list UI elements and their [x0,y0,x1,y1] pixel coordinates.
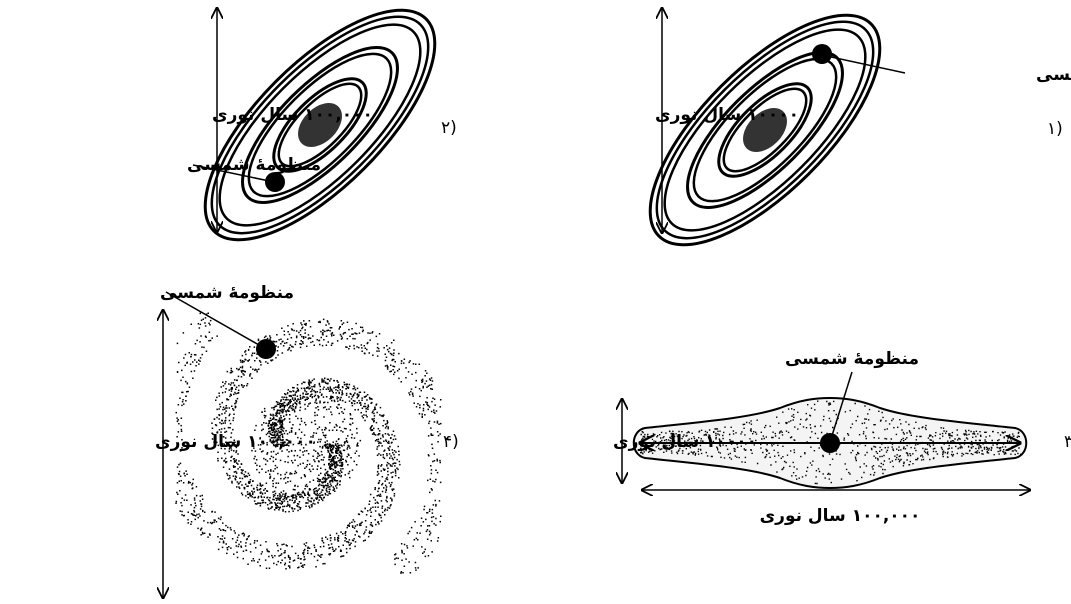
solar-system-dot-1 [812,44,832,64]
solar-system-label-4: منظومهٔ شمسی [160,283,294,303]
thickness-label-3: ۱۰۰۰۰ سال نوری [613,432,757,452]
option-number-4: (۴ [443,432,459,452]
solar-system-dot-4 [256,339,276,359]
option-number-3: (۳ [1064,432,1071,452]
panel-3: ۱۰۰۰۰ سال نوری ۱۰۰,۰۰۰ سال نوری منظومهٔ … [613,349,1071,526]
option-number-2: (۲ [441,118,457,138]
spiral-galaxy-tilted-2 [170,0,470,275]
size-label-4: ۱۰۰,۰۰۰ سال نوری [155,432,316,452]
option-number-1: (۱ [1047,119,1063,139]
panel-1: ۱۰۰۰۰ سال نوری منظومهٔ شمسی (۱ [615,0,1071,280]
solar-system-label-1: منظومهٔ شمسی [1036,65,1071,85]
panel-2: ۱۰۰,۰۰۰ سال نوری منظومهٔ شمسی (۲ [170,0,470,275]
solar-system-label-2: منظومهٔ شمسی [187,155,321,175]
galactic-core-2 [290,95,351,156]
panel-4: ۱۰۰,۰۰۰ سال نوری منظومهٔ شمسی (۴ [155,283,459,598]
spiral-galaxy-tilted-1 [615,0,915,280]
solar-system-label-3: منظومهٔ شمسی [785,349,919,369]
diameter-label-3: ۱۰۰,۰۰۰ سال نوری [760,506,921,526]
solar-system-dot-2 [265,172,285,192]
solar-system-dot-3 [820,433,840,453]
size-label-2: ۱۰۰,۰۰۰ سال نوری [212,105,373,125]
size-label-1: ۱۰۰۰۰ سال نوری [655,105,799,125]
